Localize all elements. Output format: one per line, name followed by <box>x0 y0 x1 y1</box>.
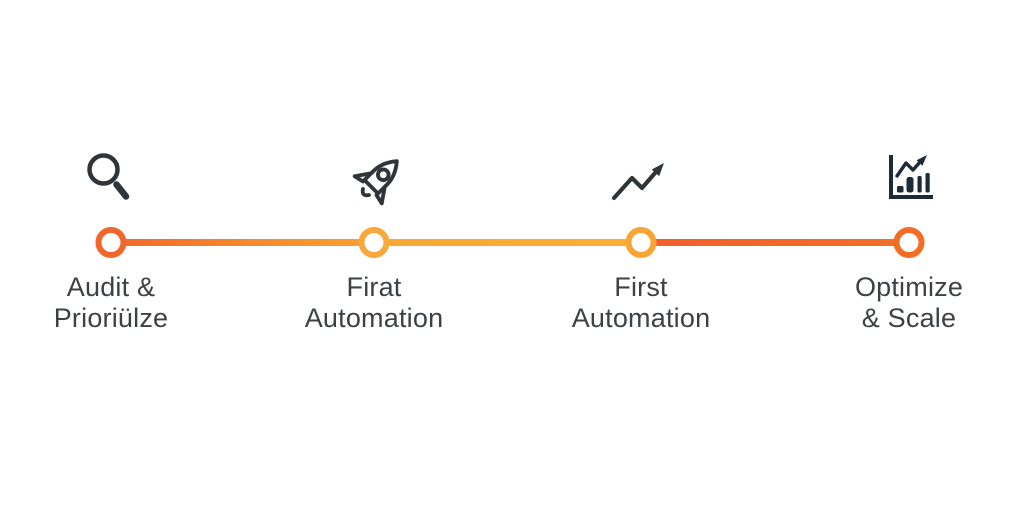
step-label: Optimize & Scale <box>799 272 1019 334</box>
rocket-icon <box>345 147 411 213</box>
timeline-step-growth: First Automation <box>531 0 751 514</box>
magnifier-icon <box>82 150 140 208</box>
timeline-node <box>625 227 657 258</box>
step-label: First Automation <box>531 272 751 334</box>
timeline-node <box>358 227 390 258</box>
step-label: Audit & Prioriülze <box>1 272 221 334</box>
timeline-step-optimize: Optimize & Scale <box>799 0 1019 514</box>
timeline-step-audit: Audit & Prioriülze <box>1 0 221 514</box>
timeline-node <box>95 227 127 258</box>
step-label: Firat Automation <box>264 272 484 334</box>
timeline-line-segment <box>641 239 909 246</box>
timeline-step-first-automation: Firat Automation <box>264 0 484 514</box>
step-label-line1: Optimize <box>854 272 964 302</box>
timeline-line-segment <box>111 239 375 246</box>
step-label-line2: Automation <box>571 303 711 333</box>
step-label-line1: Firat <box>346 272 402 302</box>
timeline-line-segment <box>374 239 642 246</box>
bar-chart-icon <box>882 152 936 206</box>
timeline-node <box>893 227 925 258</box>
step-label-line2: & Scale <box>861 303 957 333</box>
step-label-line2: Automation <box>304 303 444 333</box>
step-label-line1: First <box>614 272 668 302</box>
step-label-line2: Prioriülze <box>53 303 169 333</box>
step-label-line1: Audit & <box>66 272 156 302</box>
trend-up-arrow-icon <box>610 158 672 204</box>
